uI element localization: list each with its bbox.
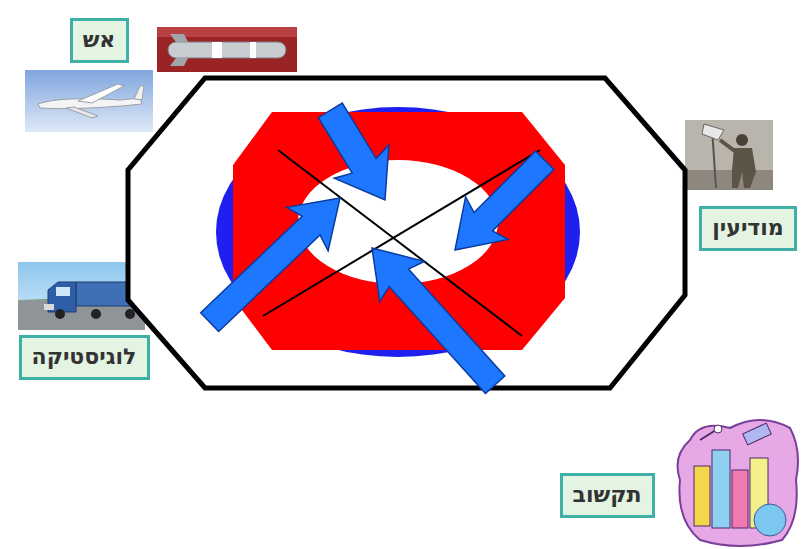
label-text: אש: [83, 27, 116, 53]
missile-picture: [157, 27, 297, 72]
label-text: מודיעין: [712, 215, 784, 241]
soldier-picture: [685, 120, 773, 190]
label-box: לוגיסטיקה: [19, 335, 150, 380]
label-text: תקשוב: [573, 482, 642, 508]
label-box: אש: [70, 18, 129, 63]
central-figure: [128, 78, 685, 405]
label-box: תקשוב: [560, 473, 655, 518]
city-picture: [678, 420, 798, 546]
drone-picture: [25, 70, 153, 132]
label-box: מודיעין: [699, 206, 797, 251]
label-text: לוגיסטיקה: [32, 344, 137, 370]
